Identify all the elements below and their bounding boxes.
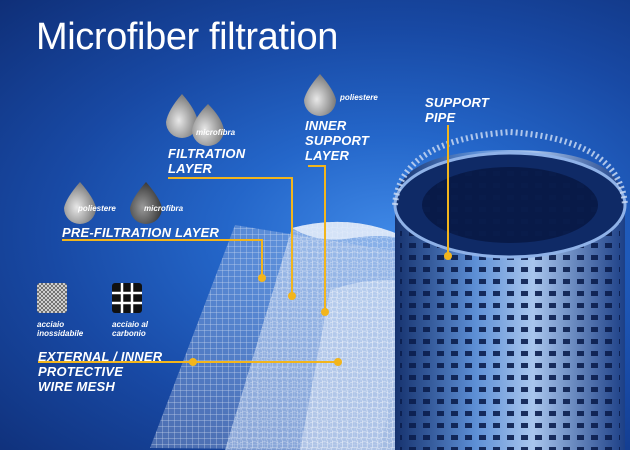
drop-filtration-1 <box>166 94 198 138</box>
page-title: Microfiber filtration <box>36 16 339 58</box>
label-wire-mesh: EXTERNAL / INNER PROTECTIVE WIRE MESH <box>38 349 162 394</box>
material-inner-support-poliestere: poliestere <box>340 93 378 102</box>
sample-carbon-mesh <box>112 283 142 313</box>
label-filtration-layer-line-1: FILTRATION <box>168 146 246 161</box>
leader-dots <box>189 252 452 366</box>
drop-prefilter-microfibra <box>130 182 162 224</box>
drop-filtration-2 <box>192 104 224 146</box>
dot-wire-mesh-2 <box>334 358 342 366</box>
support-pipe-inner-holes <box>422 167 598 243</box>
label-inner-support-line-3: LAYER <box>305 148 350 163</box>
dot-filtration <box>288 292 296 300</box>
pleated-wire-edge <box>392 128 628 206</box>
material-stainless-line-2: inossidabile <box>37 329 84 338</box>
label-wire-mesh-line-3: WIRE MESH <box>38 379 115 394</box>
dot-prefiltration <box>258 274 266 282</box>
leader-lines <box>38 125 449 363</box>
support-pipe-perforations <box>400 215 620 450</box>
drop-prefilter-poliestere <box>64 182 96 224</box>
leader-filtration <box>168 177 293 296</box>
material-carbon: acciaio al carbonio <box>112 320 148 338</box>
material-stainless: acciaio inossidabile <box>37 320 83 338</box>
label-filtration-layer: FILTRATION LAYER <box>168 146 245 176</box>
label-wire-mesh-line-2: PROTECTIVE <box>38 364 124 379</box>
material-filtration-microfibra: microfibra <box>196 128 236 137</box>
label-inner-support-line-2: SUPPORT <box>305 133 370 148</box>
leader-inner-support <box>308 165 326 312</box>
material-prefilter-microfibra: microfibra <box>144 204 184 213</box>
label-support-pipe-line-2: PIPE <box>425 110 456 125</box>
material-stainless-line-1: acciaio <box>37 320 65 329</box>
material-carbon-line-2: carbonio <box>112 329 146 338</box>
label-wire-mesh-line-1: EXTERNAL / INNER <box>38 349 163 364</box>
label-inner-support-line-1: INNER <box>305 118 347 133</box>
label-support-pipe-line-1: SUPPORT <box>425 95 490 110</box>
dot-wire-mesh-1 <box>189 358 197 366</box>
dot-inner-support <box>321 308 329 316</box>
drop-inner-support <box>304 74 336 116</box>
dot-support-pipe <box>444 252 452 260</box>
leader-prefiltration <box>62 239 263 278</box>
material-carbon-line-1: acciaio al <box>112 320 149 329</box>
material-prefilter-poliestere: poliestere <box>78 204 116 213</box>
label-filtration-layer-line-2: LAYER <box>168 161 213 176</box>
label-support-pipe: SUPPORT PIPE <box>425 95 489 125</box>
label-inner-support-layer: INNER SUPPORT LAYER <box>305 118 369 163</box>
label-pre-filtration-layer: PRE-FILTRATION LAYER <box>62 225 220 240</box>
